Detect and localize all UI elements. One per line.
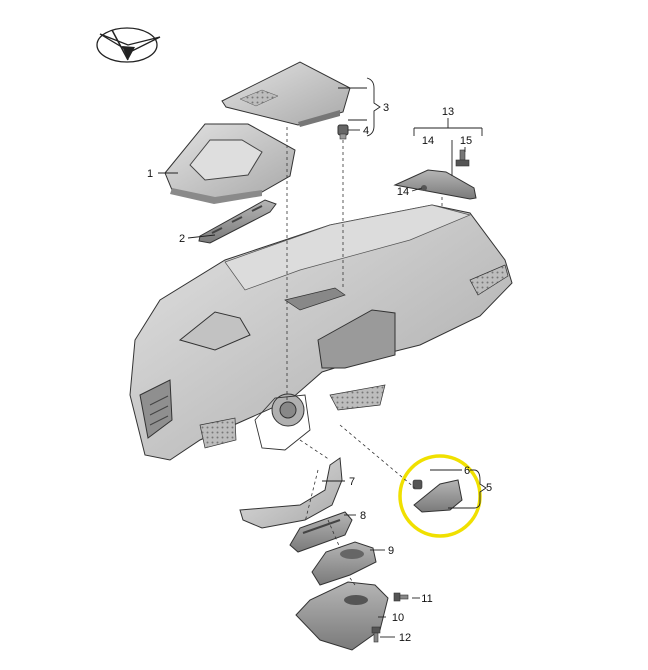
callout-14-side: 14 — [397, 186, 409, 198]
leader-lines — [158, 77, 487, 638]
part-3-grille-cover — [221, 61, 351, 127]
part-11-screw — [393, 592, 409, 602]
part-12-screw — [371, 626, 381, 643]
part-1-cluster-hood — [164, 123, 296, 204]
part-4-clip — [337, 124, 349, 140]
part-15-screw — [455, 149, 470, 167]
callout-5: 5 — [486, 482, 492, 494]
callout-8: 8 — [360, 510, 366, 522]
callout-9: 9 — [388, 545, 394, 557]
part-2-bracket — [198, 199, 277, 244]
callout-4: 4 — [363, 125, 369, 137]
part-13-side-trim — [393, 169, 477, 200]
callout-11: 11 — [421, 593, 432, 605]
callout-2: 2 — [179, 233, 185, 245]
part-5-end-trim — [413, 479, 463, 513]
callouts: 1 2 3 4 5 6 7 8 9 10 11 12 13 14 14 15 — [147, 102, 492, 644]
callout-6: 6 — [464, 465, 470, 477]
callout-10: 10 — [392, 612, 404, 624]
callout-14-top: 14 — [422, 135, 434, 147]
part-10-column-cover-lower — [295, 581, 389, 651]
part-8-frame — [289, 511, 353, 553]
dashboard-main-body — [129, 204, 513, 461]
part-9-column-cover-upper — [311, 541, 377, 586]
callout-13: 13 — [442, 106, 454, 118]
part-6-clip — [412, 479, 423, 490]
part-7-trim-strip — [239, 457, 343, 529]
view-direction-icon — [96, 27, 161, 63]
callout-3: 3 — [383, 102, 389, 114]
assembly-lines — [286, 127, 443, 586]
callout-12: 12 — [399, 632, 411, 644]
callout-15: 15 — [460, 135, 472, 147]
callout-7: 7 — [349, 476, 355, 488]
callout-1: 1 — [147, 168, 153, 180]
